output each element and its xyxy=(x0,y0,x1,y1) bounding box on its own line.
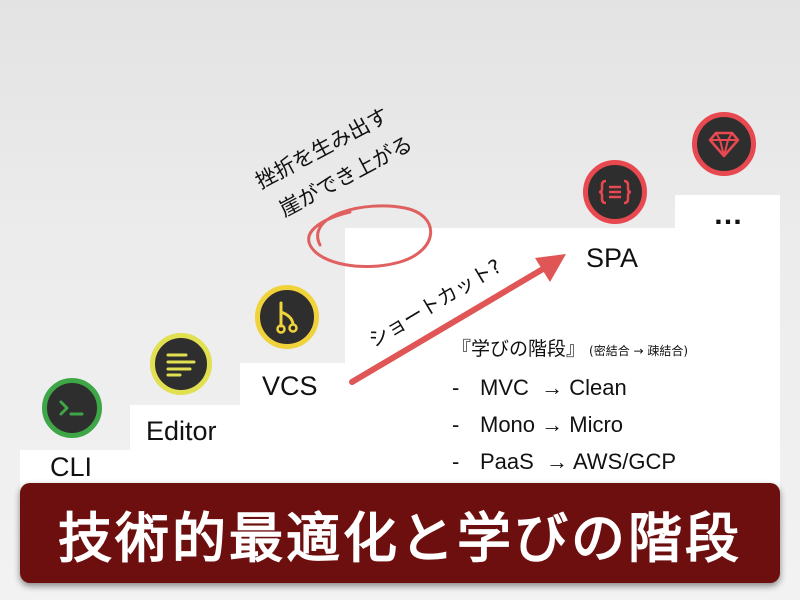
list-item-text: MVC → Clean xyxy=(480,375,627,400)
step-label-editor: Editor xyxy=(146,416,217,446)
step-label-more: … xyxy=(713,198,743,231)
cliff-circle xyxy=(307,204,433,268)
learning-heading-text: 『学びの階段』 xyxy=(452,338,586,360)
step-label-spa: SPA xyxy=(586,243,639,273)
page-title: 技術的最適化と学びの階段 xyxy=(58,506,742,570)
list-bullet: - xyxy=(452,412,460,437)
terminal-icon xyxy=(42,378,102,438)
text-lines-icon xyxy=(150,333,212,395)
step-spa xyxy=(570,228,680,490)
step-label-cli: CLI xyxy=(50,452,93,482)
list-item: -PaaS → AWS/GCP xyxy=(452,449,792,475)
gem-icon xyxy=(692,112,756,176)
step-top xyxy=(675,195,780,490)
list-item: -Mono → Micro xyxy=(452,412,792,438)
step-vcs xyxy=(240,363,350,490)
learning-heading: 『学びの階段』(密結合 → 疎結合) xyxy=(452,334,792,361)
list-item-text: PaaS → AWS/GCP xyxy=(480,449,677,474)
learning-subheading: (密結合 → 疎結合) xyxy=(589,344,689,358)
title-banner: 技術的最適化と学びの階段 xyxy=(20,483,780,583)
step-label-vcs: VCS xyxy=(262,371,318,401)
list-bullet: - xyxy=(452,375,460,400)
step-editor xyxy=(130,405,245,490)
list-item-text: Mono → Micro xyxy=(480,412,624,437)
git-branch-icon xyxy=(255,285,319,349)
learning-list: 『学びの階段』(密結合 → 疎結合) -MVC → Clean -Mono → … xyxy=(452,334,792,475)
list-bullet: - xyxy=(452,449,460,474)
code-braces-icon xyxy=(583,160,647,224)
list-item: -MVC → Clean xyxy=(452,375,792,401)
